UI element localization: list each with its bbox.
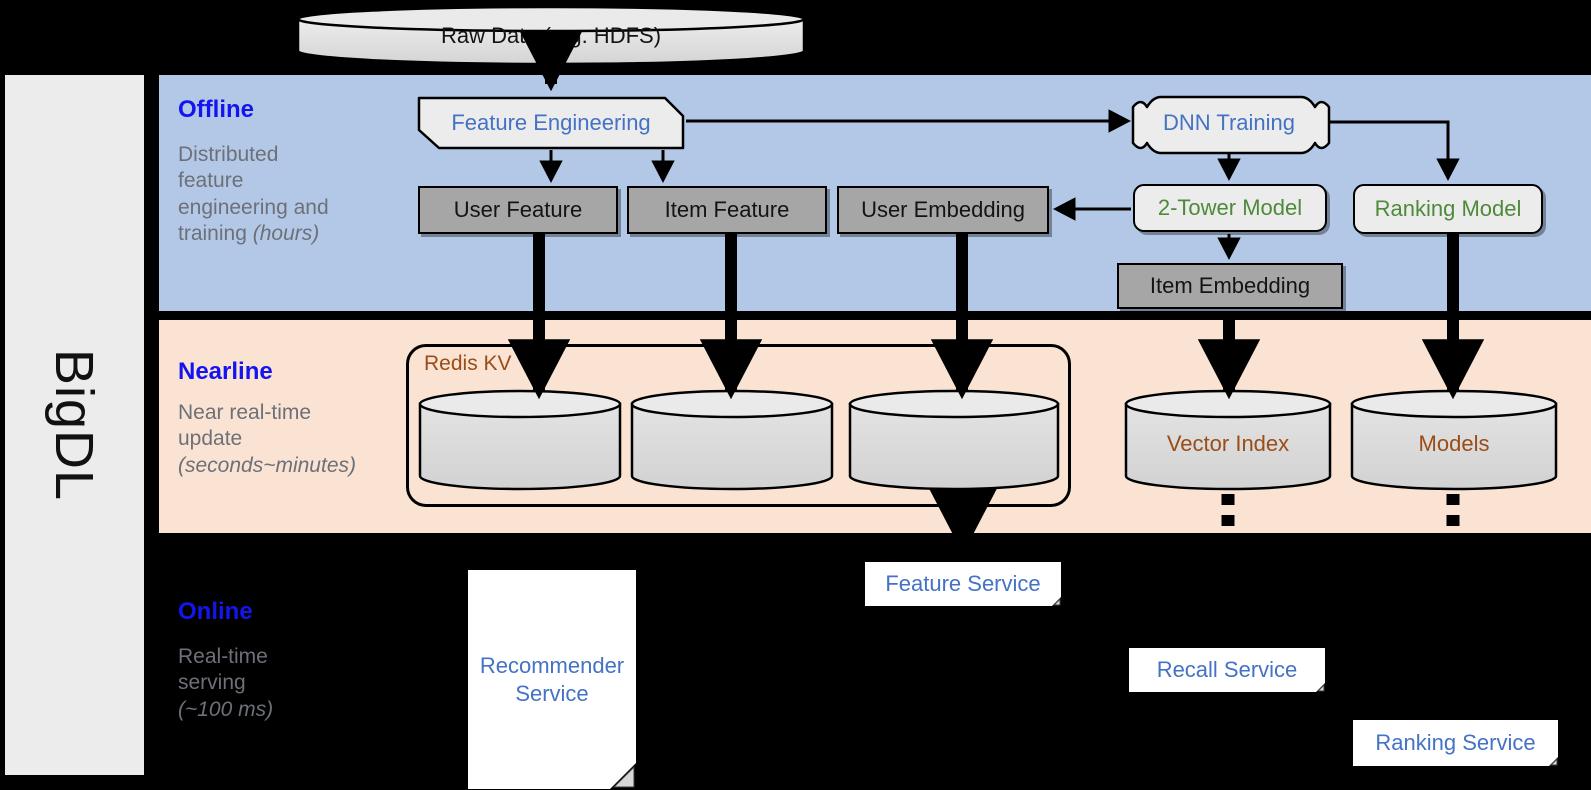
page-fold-icon [609, 762, 637, 790]
offline-desc-italic: (hours) [252, 222, 320, 246]
nearline-desc-l2: update [178, 427, 243, 451]
two-tower-model-node[interactable]: 2-Tower Model [1133, 184, 1327, 232]
recall-service-node[interactable]: Recall Service [1129, 648, 1326, 693]
online-desc-l1: Real-time [178, 645, 268, 668]
user-embedding-node[interactable]: User Embedding [837, 186, 1049, 234]
recommender-service-node[interactable]: Recommender Service [468, 570, 637, 790]
user-embedding-label: User Embedding [861, 197, 1025, 223]
offline-desc-l3: engineering and [178, 195, 329, 219]
online-title: Online [178, 598, 253, 625]
feature-service-label: Feature Service [885, 571, 1041, 597]
bigdl-rail: BigDL [5, 75, 144, 775]
online-desc-l2: serving [178, 671, 246, 695]
ranking-model-node[interactable]: Ranking Model [1353, 184, 1543, 234]
nearline-title: Nearline [178, 358, 273, 385]
raw-data-cylinder: Raw Data (e.g. HDFS) [296, 5, 806, 65]
nearline-desc-italic: (seconds~minutes) [178, 453, 356, 477]
recall-service-label: Recall Service [1156, 657, 1298, 683]
store-cylinder-item-feature[interactable] [630, 388, 834, 492]
feature-engineering-label: Feature Engineering [451, 110, 651, 135]
item-feature-label: Item Feature [664, 197, 790, 223]
ranking-service-node[interactable]: Ranking Service [1353, 720, 1559, 767]
offline-title: Offline [178, 96, 254, 123]
recommender-service-line1: Recommender [479, 653, 625, 678]
vector-index-cylinder[interactable]: Vector Index [1124, 388, 1332, 492]
online-desc: Real-time serving (~100 ms) [178, 644, 393, 723]
offline-desc-l2: feature [178, 169, 244, 193]
offline-desc: Distributed feature engineering and trai… [178, 142, 393, 248]
two-tower-model-label: 2-Tower Model [1157, 195, 1303, 221]
offline-desc-l1: Distributed [178, 143, 279, 166]
page-fold-icon [1548, 756, 1559, 767]
nearline-desc: Near real-time update (seconds~minutes) [178, 400, 408, 479]
dnn-training-node[interactable]: DNN Training [1131, 95, 1331, 155]
offline-desc-l4: training [178, 222, 253, 246]
page-fold-icon [1051, 596, 1062, 607]
models-label: Models [1418, 431, 1490, 456]
bigdl-label: BigDL [44, 348, 105, 502]
feature-service-node[interactable]: Feature Service [865, 562, 1062, 607]
item-embedding-node[interactable]: Item Embedding [1117, 263, 1343, 309]
user-feature-node[interactable]: User Feature [418, 186, 618, 234]
dnn-training-label: DNN Training [1162, 110, 1296, 135]
store-cylinder-user-embedding[interactable] [848, 388, 1060, 492]
user-feature-label: User Feature [453, 197, 583, 223]
item-embedding-label: Item Embedding [1149, 273, 1311, 299]
nearline-desc-l1: Near real-time [178, 401, 312, 424]
recommender-service-line2: Service [515, 680, 589, 706]
ranking-model-label: Ranking Model [1374, 196, 1522, 222]
ranking-service-label: Ranking Service [1375, 730, 1536, 756]
online-desc-italic: (~100 ms) [178, 697, 274, 721]
recommender-service-label: Recommender Service [472, 652, 632, 707]
store-cylinder-user-feature[interactable] [418, 388, 622, 492]
redis-kv-label: Redis KV [424, 352, 512, 375]
item-feature-node[interactable]: Item Feature [627, 186, 827, 234]
feature-engineering-node[interactable]: Feature Engineering [417, 96, 685, 150]
raw-data-label: Raw Data (e.g. HDFS) [440, 23, 662, 48]
page-fold-icon [1315, 682, 1326, 693]
vector-index-label: Vector Index [1166, 431, 1290, 456]
models-cylinder[interactable]: Models [1350, 388, 1558, 492]
